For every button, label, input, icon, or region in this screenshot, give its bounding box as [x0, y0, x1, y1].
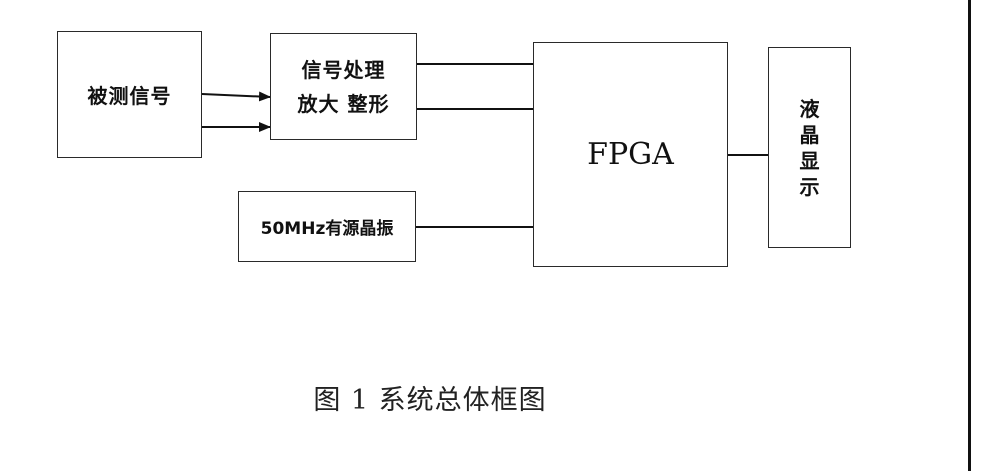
- page-edge-rule: [968, 0, 971, 471]
- oscillator-box: 50MHz有源晶振: [238, 191, 416, 262]
- lcd-label-char: 晶: [799, 122, 820, 147]
- signal-processing-box: 信号处理 放大 整形: [270, 33, 417, 140]
- arrow-signal-to-process-upper: [201, 91, 271, 102]
- fpga-label: FPGA: [587, 137, 674, 172]
- oscillator-label: 50MHz有源晶振: [260, 219, 394, 239]
- lcd-label-char: 液: [799, 96, 820, 121]
- signal-processing-label-line2: 放大 整形: [297, 91, 390, 116]
- lcd-label-char: 显: [799, 148, 820, 173]
- measured-signal-label: 被测信号: [87, 84, 172, 108]
- lcd-display-box: 液 晶 显 示: [768, 47, 851, 248]
- fpga-box: FPGA: [533, 42, 728, 267]
- figure-caption: 图 1 系统总体框图: [313, 385, 547, 416]
- lcd-label-char: 示: [799, 174, 820, 199]
- measured-signal-box: 被测信号: [57, 31, 202, 158]
- signal-processing-label-line1: 信号处理: [301, 57, 386, 82]
